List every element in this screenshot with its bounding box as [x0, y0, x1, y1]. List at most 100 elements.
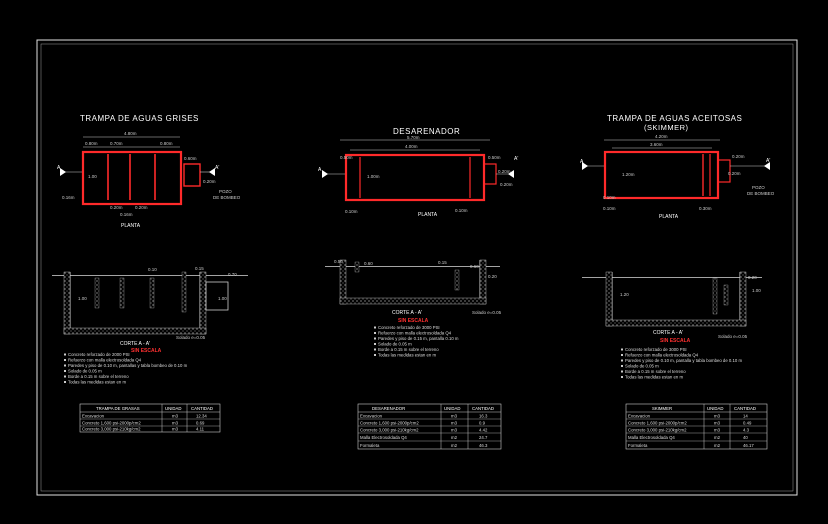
grease-plan-outline — [81, 150, 183, 206]
sand-section-label: CORTE A - A' — [392, 310, 422, 316]
sand-sec-dim-5: 0.20 — [488, 274, 497, 279]
sand-sec-dim-2: 0.60 — [364, 261, 373, 266]
sand-table-cell: 46.3 — [479, 443, 488, 448]
grease-table-cell: Concreto 1,600 psi-2000p/cm2 — [82, 421, 141, 426]
oil-dim-h: 1.20m — [622, 172, 635, 177]
sand-table-cell: m2 — [451, 435, 458, 440]
grease-solado: Solado e=0.05 — [176, 335, 206, 340]
grease-note: Concreto reforzado de 2000 PSI — [68, 352, 130, 357]
oil-section-label: CORTE A - A' — [653, 330, 683, 336]
grease-table-cell: Excavacion — [82, 414, 105, 419]
grease-section-label: CORTE A - A' — [120, 341, 150, 347]
grease-pozo-line1: POZO — [219, 189, 232, 194]
sand-dim-left: 0.50m — [340, 155, 353, 160]
sand-table-cell: m3 — [451, 428, 458, 433]
grease-dim-out: 0.60m — [184, 156, 197, 161]
grease-table-cell: m3 — [172, 414, 179, 419]
sand-plan-label: PLANTA — [418, 212, 438, 218]
oil-note: Refuerzo con malla electrosoldada Q4 — [625, 353, 699, 358]
oil-table-header: UNIDAD — [707, 406, 723, 411]
sand-dim-b2: 0.10m — [455, 208, 468, 213]
grease-section-mark-a: A — [57, 165, 61, 171]
oil-scale-label: SIN ESCALA — [660, 338, 691, 344]
sand-dim-h: 1.00m — [367, 174, 380, 179]
oil-table-cell: Concreto 1,600 psi-2000p/cm2 — [628, 421, 687, 426]
grease-plan-label: PLANTA — [121, 223, 141, 229]
sand-table-cell: m2 — [451, 443, 458, 448]
oil-dim-inner: 3.60m — [650, 142, 663, 147]
grease-pozo-line2: DE BOMBEO — [213, 195, 241, 200]
oil-sec-dim-3: 0.20 — [748, 275, 757, 280]
oil-table-cell: 0.49 — [743, 421, 752, 426]
grease-dim-left: 0.16m — [62, 195, 75, 200]
sand-note: Concreto reforzado de 3000 PSI — [378, 325, 440, 330]
sand-table-cell: m3 — [451, 421, 458, 426]
oil-notes: Concreto reforzado de 3000 PSI Refuerzo … — [625, 347, 742, 380]
grease-dim-h: 1.00 — [88, 174, 97, 179]
oil-pozo-line2: DE BOMBEO — [747, 191, 775, 196]
grease-quantity-table: TRAMPA DE GRASAS UNIDAD CANTIDAD Excavac… — [79, 403, 221, 433]
grease-table-header: TRAMPA DE GRASAS — [96, 406, 140, 411]
sand-dim-r1: 0.20m — [498, 169, 511, 174]
sand-sec-dim-1: 0.50 — [334, 259, 343, 264]
oil-dim-small1: 0.20m — [732, 154, 745, 159]
oil-table-cell: 4.3 — [743, 428, 750, 433]
grease-sec-dim-4: 1.00 — [218, 296, 227, 301]
sand-note: Refuerzo con malla electrosoldada Q4 — [378, 331, 452, 336]
sand-section-mark-a: A — [318, 167, 322, 173]
grease-sec-dim-5: 0.70 — [228, 272, 237, 277]
sand-table-cell: 0.9 — [479, 421, 486, 426]
sand-table-cell: Excavacion — [360, 414, 383, 419]
grease-table-cell: m3 — [172, 427, 179, 432]
oil-table-header: SKIMMER — [652, 406, 672, 411]
oil-table-header: CANTIDAD — [734, 406, 756, 411]
oil-table-cell: m2 — [714, 443, 721, 448]
sand-dim-total: 5.70m — [407, 135, 420, 140]
oil-quantity-table: SKIMMER UNIDAD CANTIDAD Excavacion m3 14… — [625, 403, 768, 450]
oil-table-cell: 14 — [743, 414, 748, 419]
grease-note: Solado de 0.05 m — [68, 369, 102, 374]
outer-border — [36, 39, 798, 496]
sand-table-cell: Concreto 3,000 psi-210kg/cm2 — [360, 428, 419, 433]
sand-table-header: DESARENADOR — [372, 406, 405, 411]
oil-dim-small2: 0.20m — [728, 171, 741, 176]
grease-note: Paredes y piso de 0.10 m, pantallas y ta… — [68, 363, 188, 368]
grease-dim-total: 4.80m — [124, 131, 137, 136]
oil-pozo-line1: POZO — [752, 185, 765, 190]
sand-sec-dim-4: 0.60 — [470, 264, 479, 269]
sand-note: Solado de 0.05 m — [378, 342, 412, 347]
grease-dim-seg2: 0.70m — [110, 141, 123, 146]
grease-dim-seg3: 0.80m — [160, 141, 173, 146]
oil-table-cell: 46.17 — [743, 443, 754, 448]
oil-table-cell: m3 — [714, 428, 721, 433]
oil-table-cell: 40 — [743, 435, 748, 440]
sand-notes: Concreto reforzado de 3000 PSI Refuerzo … — [378, 325, 459, 358]
grease-scale-label: SIN ESCALA — [131, 348, 162, 354]
sand-solado: Solado e=0.05 — [472, 310, 502, 315]
oil-section-mark-a2: A' — [766, 158, 770, 164]
sand-quantity-table: DESARENADOR UNIDAD CANTIDAD Excavacion m… — [357, 403, 502, 450]
grease-table-header: UNIDAD — [165, 406, 181, 411]
grease-trap-group: TRAMPA DE AGUAS GRISES 4.80m 0.80m 0.70m… — [52, 114, 248, 433]
grease-title: TRAMPA DE AGUAS GRISES — [80, 114, 199, 123]
sand-table-cell: 4.42 — [479, 428, 488, 433]
grease-dim-bottom: 0.16m — [120, 212, 133, 217]
sand-dim-right: 0.50m — [488, 155, 501, 160]
sand-note: Todas las medidas estan en m — [378, 353, 436, 358]
sand-table-cell: m3 — [451, 414, 458, 419]
grease-table-cell: 4.11 — [196, 427, 205, 432]
oil-dim-b1: 0.10m — [603, 195, 616, 200]
sand-trap-group: DESARENADOR 5.70m 4.00m 1.00m 0.50m 0.50… — [318, 127, 518, 450]
oil-table-cell: Concreto 3,000 psi-210kg/cm2 — [628, 428, 687, 433]
grease-table-header: CANTIDAD — [191, 406, 213, 411]
grease-note: Borde a 0.15 m sobre el terreno — [68, 374, 129, 379]
sand-scale-label: SIN ESCALA — [398, 318, 429, 324]
grease-sec-dim-1: 0.10 — [148, 267, 157, 272]
grease-note: Refuerzo con malla electrosoldada Q4 — [68, 358, 142, 363]
grease-table-cell: m3 — [172, 421, 179, 426]
sand-title: DESARENADOR — [393, 127, 460, 136]
sand-note: Paredes y piso de 0.15 m, pantalla 0.10 … — [378, 336, 459, 341]
grease-table-cell: Concreto 3,000 psi-210kg/cm2 — [82, 427, 141, 432]
oil-sec-dim-2: 1.00 — [752, 288, 761, 293]
oil-dim-total: 4.20m — [655, 134, 668, 139]
